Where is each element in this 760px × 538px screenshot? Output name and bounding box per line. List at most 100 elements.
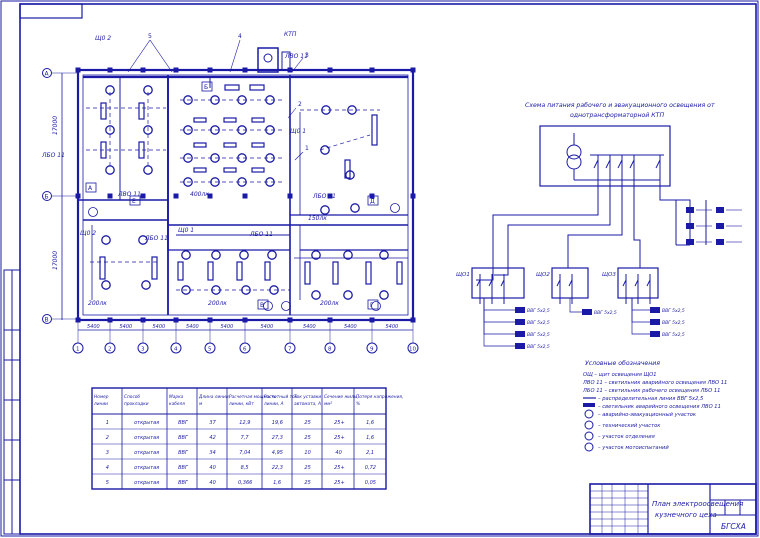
- circuit-label: ВВГ 5х2,5: [527, 344, 550, 350]
- tube-fixture: [207, 261, 214, 281]
- axis-bubble: [324, 342, 336, 354]
- emergency-fixture: [686, 223, 694, 229]
- table-header: Ток уставки: [294, 394, 321, 400]
- column: [242, 193, 248, 199]
- circuit-label: ВВГ 5х2,5: [662, 308, 685, 314]
- legend-item: – распределительная линия ВВГ 5х2,5: [598, 396, 704, 402]
- board-switch: [568, 279, 573, 287]
- tube-fixture: [251, 167, 265, 173]
- board-label: ЩО3: [602, 272, 616, 278]
- tube-fixture: [99, 256, 106, 280]
- tube-fixture: [193, 117, 207, 123]
- lamp-fixture: [343, 290, 353, 300]
- breaker-switch: [617, 159, 623, 169]
- axis-number: 3: [141, 347, 145, 353]
- column: [140, 193, 146, 199]
- tube-fixture: [223, 167, 237, 173]
- table-cell: 2,1: [366, 450, 374, 456]
- scheme-ktp-box: [539, 125, 671, 187]
- emergency-fixture: [650, 307, 660, 313]
- column: [207, 67, 213, 73]
- table-cell: открытая: [134, 435, 159, 441]
- breaker-switch: [593, 159, 599, 169]
- table-cell: 5: [106, 480, 109, 486]
- emergency-fixture: [582, 309, 592, 315]
- table-cell: ВВГ: [178, 450, 189, 456]
- exit-marker: [390, 203, 400, 213]
- table-header: автомата, А: [294, 401, 321, 407]
- tube-fixture: [251, 117, 265, 123]
- column: [75, 67, 81, 73]
- lamp-fixture: [101, 235, 111, 245]
- organization: БГСХА: [721, 522, 746, 531]
- height-label: 17000: [52, 116, 59, 135]
- circuit-line: [483, 298, 515, 347]
- axis-bubble: [239, 342, 251, 354]
- table-cell: 1: [106, 420, 109, 426]
- tube-fixture: [193, 142, 207, 148]
- ktp-substation: [257, 47, 279, 73]
- exit-marker: [263, 301, 273, 311]
- emergency-fixture: [515, 343, 525, 349]
- callout-number: 4: [238, 33, 242, 40]
- table-cell: 12,9: [239, 420, 250, 426]
- room-label: Г: [370, 302, 374, 309]
- table-cell: 7,04: [239, 450, 250, 456]
- span-dimension: 5400: [120, 324, 133, 330]
- table-cell: 25: [304, 465, 310, 471]
- axis-bubble: [72, 342, 84, 354]
- board-label: ЩО2: [536, 272, 550, 278]
- table-header: прокладки: [124, 402, 149, 407]
- callout-number: 1: [305, 145, 309, 152]
- span-dimension: 5400: [153, 324, 166, 330]
- floor-plan: 17000 17000 А Б В КТП Щ0 2 Щ0 1 Щ0 1 Щ0 …: [41, 31, 419, 354]
- tube-fixture: [177, 261, 184, 281]
- lamp-fixture: [267, 250, 277, 260]
- panel-label: Щ0 1: [290, 128, 306, 135]
- emergency-fixture: [686, 207, 694, 213]
- top-stamp: [19, 3, 83, 19]
- table-cell: 25+: [334, 420, 345, 426]
- height-label: 17000: [52, 251, 59, 270]
- table-cell: 19,6: [272, 420, 283, 426]
- emergency-fixture: [515, 331, 525, 337]
- distribution-board: [471, 267, 525, 299]
- lamp-fixture: [138, 235, 148, 245]
- legend-item: ЛВО 11 – светильник аварийного освещения…: [582, 380, 727, 386]
- exit-marker: [281, 301, 291, 311]
- column: [107, 193, 113, 199]
- breaker-switch: [629, 159, 635, 169]
- lamp-type-label: ЛБО 11: [312, 193, 336, 200]
- legend-item: – светильник аварийного освещения ЛВО 11: [598, 404, 721, 410]
- column: [410, 67, 416, 73]
- span-dimension: 5400: [221, 324, 234, 330]
- legend-title: Условные обозначения: [585, 359, 660, 367]
- span-dimension: 5400: [386, 324, 399, 330]
- lamp-type-label: ЛБО 11: [41, 152, 65, 159]
- lamp-fixture: [311, 290, 321, 300]
- table-cell: 40: [209, 465, 215, 471]
- table-cell: 25: [304, 420, 310, 426]
- drawing-title-line2: кузнечного цеха: [655, 511, 717, 519]
- table-header: Расчетная мощность: [229, 394, 277, 400]
- table-header: Марка: [169, 394, 184, 400]
- axis-letter: В: [45, 317, 49, 324]
- table-cell: 40: [335, 450, 341, 456]
- lamp-fixture: [181, 250, 191, 260]
- table-cell: 27,3: [272, 435, 283, 441]
- room-label: Б: [204, 84, 208, 91]
- table-cell: ВВГ: [178, 435, 189, 441]
- legend-item: – технический участок: [598, 423, 661, 429]
- exit-marker: [88, 207, 98, 217]
- tube-fixture: [224, 84, 240, 91]
- circuit-line: [631, 298, 650, 311]
- table-header: м: [199, 402, 203, 407]
- table-cell: 25: [304, 480, 310, 486]
- tube-fixture: [236, 261, 243, 281]
- illuminance-label: 400лк: [190, 191, 209, 198]
- tube-fixture: [138, 102, 145, 120]
- circuit-line: [483, 298, 515, 335]
- circuit-label: ВВГ 5х2,5: [527, 320, 550, 326]
- column: [140, 67, 146, 73]
